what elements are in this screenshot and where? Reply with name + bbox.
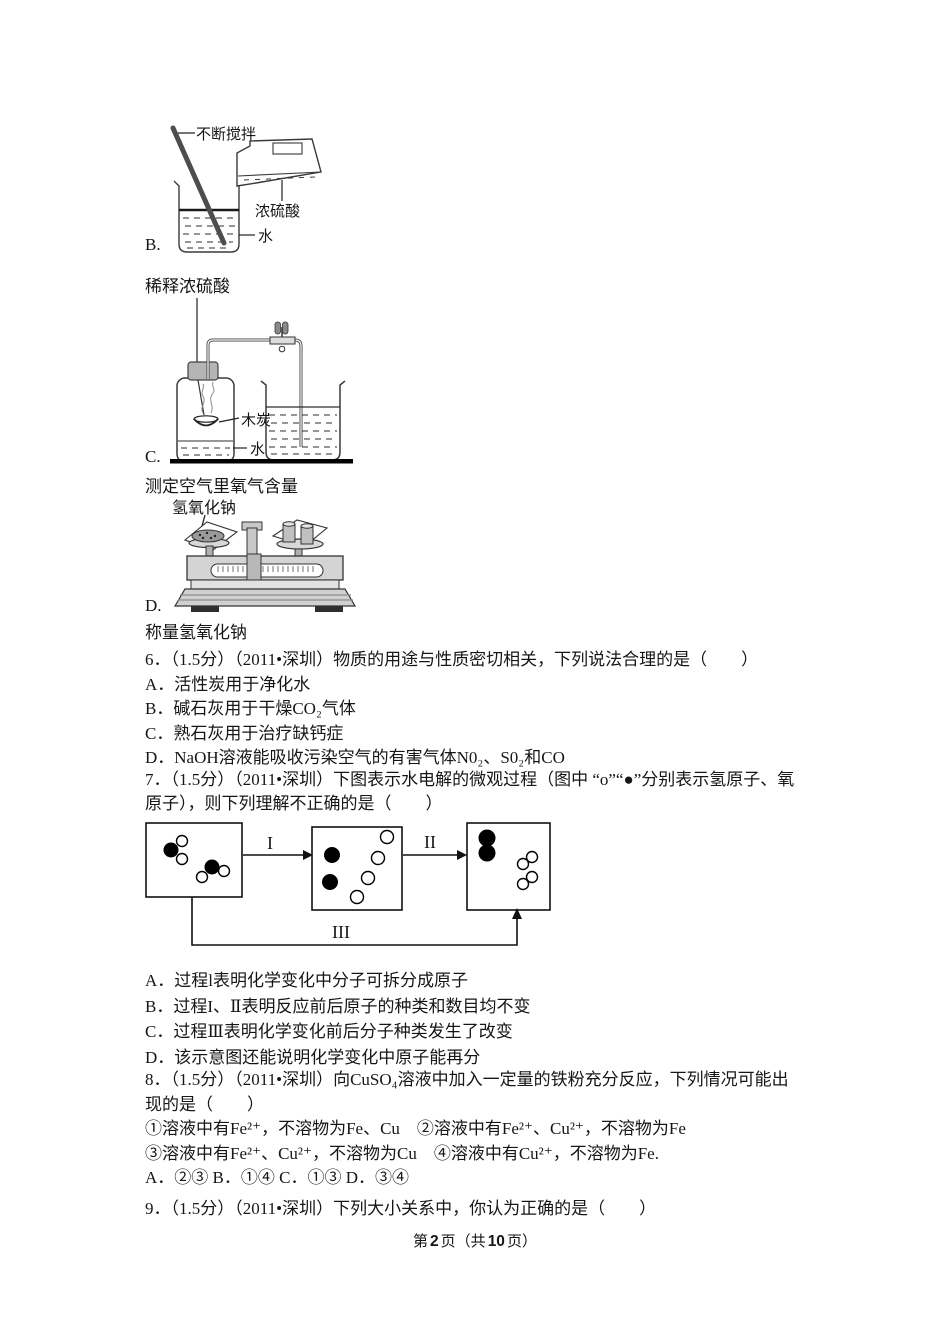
question-8: 8．（1.5分）（2011•深圳）向CuSO₄溶液中加入一定量的铁粉充分反应，下… [145,1068,823,1191]
oxygen-atom [478,829,496,847]
left-foot [191,606,219,612]
stirring-rod [170,125,227,246]
hydrogen-atom [525,850,539,864]
question-6-option-c: C．熟石灰用于治疗缺钙症 [145,723,344,743]
question-8-items-1-2: ①溶液中有Fe²⁺，不溶物为Fe、Cu ②溶液中有Fe²⁺、Cu²⁺，不溶物为F… [145,1119,686,1138]
question-6: 6．（1.5分）（2011•深圳）物质的用途与性质密切相关，下列说法合理的是（ … [145,648,823,771]
question-9-stem: 9．（1.5分）（2011•深圳）下列大小关系中，你认为正确的是（ ） [145,1199,657,1218]
question-6-stem: 6．（1.5分）（2011•深圳）物质的用途与性质密切相关，下列说法合理的是（ … [145,650,759,669]
delivery-tube-inner [207,339,302,447]
molecule-box-1 [145,822,243,898]
delivery-tube [206,338,303,447]
question-7-stem-line1: 7．（1.5分）（2011•深圳）下图表示水电解的微观过程（图中 “o”“●”分… [145,770,795,789]
question-6-option-d: D．NaOH溶液能吸收污染空气的有害气体N0₂、S0₂和CO [145,748,565,767]
footer-suffix: 页） [506,1234,537,1250]
water-molecules [163,834,231,884]
oxygen-atom [204,859,220,875]
right-foot [315,606,343,612]
question-7-stem: 7．（1.5分）（2011•深圳）下图表示水电解的微观过程（图中 “o”“●”分… [145,768,823,816]
container-label-window [272,142,303,155]
bottle-water-dashes [181,447,230,456]
option-letter-c: C. [145,447,161,466]
beaker-water-label: 水 [258,228,273,245]
caption-dilute-acid: 稀释浓硫酸 [145,277,230,296]
process-3-label: III [332,922,350,942]
bottle-water-label: 水 [250,441,265,458]
hydrogen-atom [360,870,376,886]
question-6-option-a: A．活性炭用于净化水 [145,674,311,694]
free-atoms [322,829,395,905]
product-molecules [478,829,539,891]
option-letter-d: D. [145,596,162,615]
diagram-water-electrolysis: I II III [145,822,551,946]
footer-mid: 页（共 [440,1234,486,1250]
process-1-label: I [267,833,273,853]
hydrogen-atom [516,877,530,891]
question-8-stem-line2: 现的是（ ） [145,1094,264,1114]
total-page-count: 10 [487,1233,505,1250]
caption-weighing-naoh: 称量氢氧化钠 [145,623,247,642]
question-8-items-3-4: ③溶液中有Fe²⁺、Cu²⁺，不溶物为Cu ④溶液中有Cu²⁺，不溶物为Fe. [145,1143,659,1163]
footer-prefix: 第 [413,1234,429,1250]
question-8-stem-line1: 8．（1.5分）（2011•深圳）向CuSO₄溶液中加入一定量的铁粉充分反应，下… [145,1070,789,1089]
oxygen-atom [324,847,340,863]
diagram-dilute-sulfuric-acid: 不断搅拌 浓硫酸 水 B. [145,125,322,254]
question-7-option-c: C．过程Ⅲ表明化学变化前后分子种类发生了改变 [145,1022,513,1041]
combustion-spoon [193,415,219,427]
oxygen-atom [163,842,179,858]
process-1-arrowhead [303,850,313,860]
question-9: 9．（1.5分）（2011•深圳）下列大小关系中，你认为正确的是（ ） [145,1197,823,1221]
question-8-answer-choices: A．②③ B．①④ C．①③ D．③④ [145,1168,409,1187]
water-dashes [183,217,235,249]
diagram-weighing-naoh: 氢氧化钠 [145,499,357,615]
right-beaker [260,380,346,461]
rod-inside-bottle [197,379,205,416]
hydrogen-atom [195,870,209,884]
beaker-outline [173,180,244,253]
bottle-stopper [187,361,219,381]
process-2-arrowhead [457,850,467,860]
question-6-option-b: B．碱石灰用于干燥CO₂气体 [145,699,356,718]
hydrogen-atom [516,857,530,871]
graduated-ruler [210,563,324,578]
acid-container [236,138,322,187]
current-page-number: 2 [430,1233,439,1250]
charcoal-label: 木炭 [241,412,271,429]
hydrogen-atom [525,870,539,884]
question-7-option-d: D．该示意图还能说明化学变化中原子能再分 [145,1047,481,1067]
question-7-option-a: A．过程l表明化学变化中分子可拆分成原子 [145,971,468,990]
oxygen-atom [322,874,338,890]
base-plate [173,588,357,607]
hydrogen-atom [370,850,386,866]
option-letter-b: B. [145,235,161,254]
ruler-clamp [246,553,262,583]
hydrogen-atom [349,889,365,905]
question-7-option-b: B．过程I、Ⅱ表明反应前后原子的种类和数目均不变 [145,996,531,1016]
base-step [190,579,340,590]
question-7-options: A．过程l表明化学变化中分子可拆分成原子 B．过程I、Ⅱ表明反应前后原子的种类和… [145,968,823,1070]
bench-base-line [170,459,353,464]
hydrogen-atom [175,852,189,866]
naoh-heap [191,529,225,543]
hydrogen-atom [217,864,231,878]
smoke-wisps [201,381,215,414]
process-2-label: II [424,832,436,852]
process-3-arrowhead [512,908,522,919]
acid-label: 浓硫酸 [255,203,300,220]
stir-label: 不断搅拌 [196,126,256,143]
caption-oxygen-measurement: 测定空气里氧气含量 [145,477,298,496]
naoh-label: 氢氧化钠 [172,499,236,517]
stopcock-valve [269,321,296,353]
weight-cylinders [282,521,314,545]
beaker-water-dashes [269,414,337,455]
oxygen-atom [478,844,496,862]
hydrogen-atom [175,834,189,848]
charcoal-label-pointer [218,417,240,423]
process-3-arrow [191,897,518,946]
diagram-oxygen-measurement: 木炭 水 C. [145,298,353,466]
hydrogen-atom [379,829,395,845]
question-7-stem-line2: 原子），则下列理解不正确的是（ ） [145,794,443,813]
